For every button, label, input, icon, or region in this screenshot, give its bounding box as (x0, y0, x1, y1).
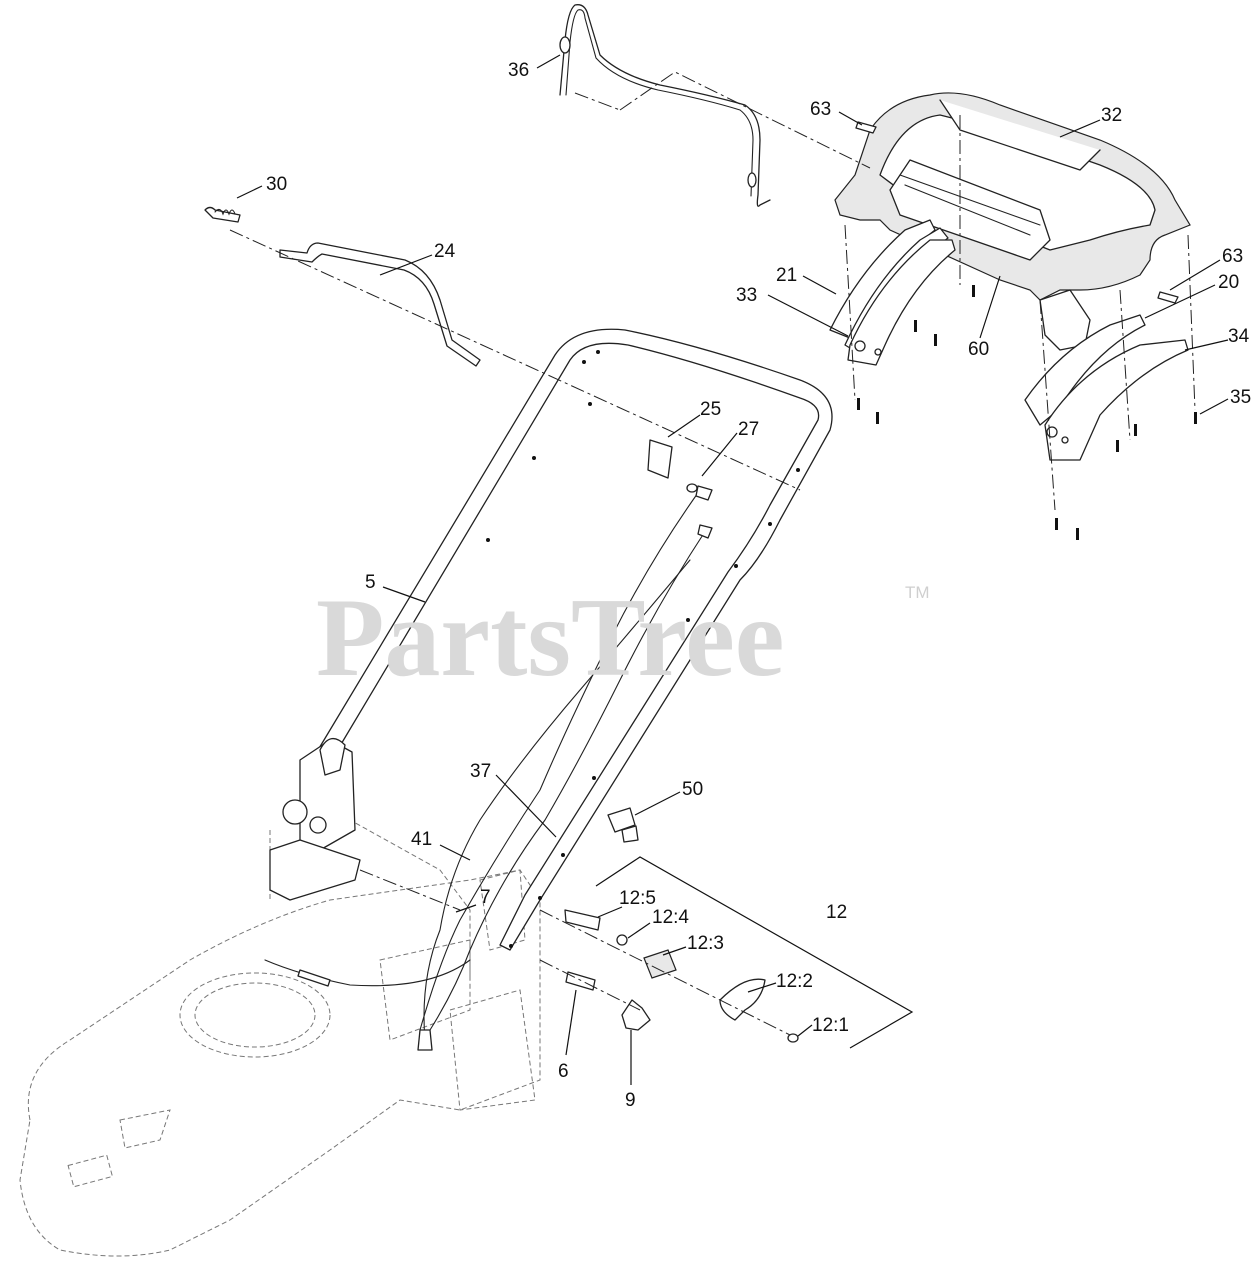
callout-6: 6 (558, 1061, 569, 1082)
callout-12-2: 12:2 (776, 971, 813, 992)
height-adjust-12 (564, 909, 799, 1043)
centerlines (229, 71, 1196, 1036)
callout-20: 20 (1218, 272, 1239, 293)
callout-27: 27 (738, 419, 759, 440)
callout-32: 32 (1101, 105, 1122, 126)
callout-7: 7 (480, 887, 491, 908)
watermark-text: PartsTree (316, 576, 785, 700)
callout-37: 37 (470, 761, 491, 782)
callout-60: 60 (968, 339, 989, 360)
screws (855, 121, 1197, 540)
callout-24: 24 (434, 241, 456, 262)
callout-63-upper: 63 (810, 99, 831, 120)
handle-bracket-left (269, 738, 361, 901)
callout-30: 30 (266, 174, 287, 195)
callout-12-4: 12:4 (652, 907, 689, 928)
watermark-tm: TM (905, 583, 930, 602)
callout-41: 41 (411, 829, 432, 850)
callout-12: 12 (826, 902, 847, 923)
callout-labels: 36 63 32 30 24 21 33 60 63 20 34 35 25 2… (266, 60, 1251, 1111)
control-rod-24 (204, 206, 481, 367)
cable-stop-25-27 (647, 439, 698, 493)
callout-12-5: 12:5 (619, 888, 656, 909)
callout-33: 33 (736, 285, 757, 306)
callout-5: 5 (365, 572, 376, 593)
callout-12-1: 12:1 (812, 1015, 849, 1036)
callout-35: 35 (1230, 387, 1251, 408)
cables (264, 485, 713, 1051)
main-handle (317, 328, 833, 951)
leader-lines (236, 54, 1229, 1085)
callout-21: 21 (776, 265, 797, 286)
callout-9: 9 (625, 1090, 636, 1111)
callout-50: 50 (682, 779, 703, 800)
callout-25: 25 (700, 399, 721, 420)
callout-34: 34 (1228, 326, 1250, 347)
callout-12-3: 12:3 (687, 933, 724, 954)
bail-36 (559, 4, 771, 207)
callout-36: 36 (508, 60, 529, 81)
bracket-12 (595, 856, 914, 1049)
upper-handle-32 (834, 92, 1191, 351)
watermark: PartsTree TM (316, 576, 930, 700)
callout-63-right: 63 (1222, 246, 1243, 267)
spacer-50 (607, 807, 639, 843)
side-rails-left (829, 219, 956, 366)
